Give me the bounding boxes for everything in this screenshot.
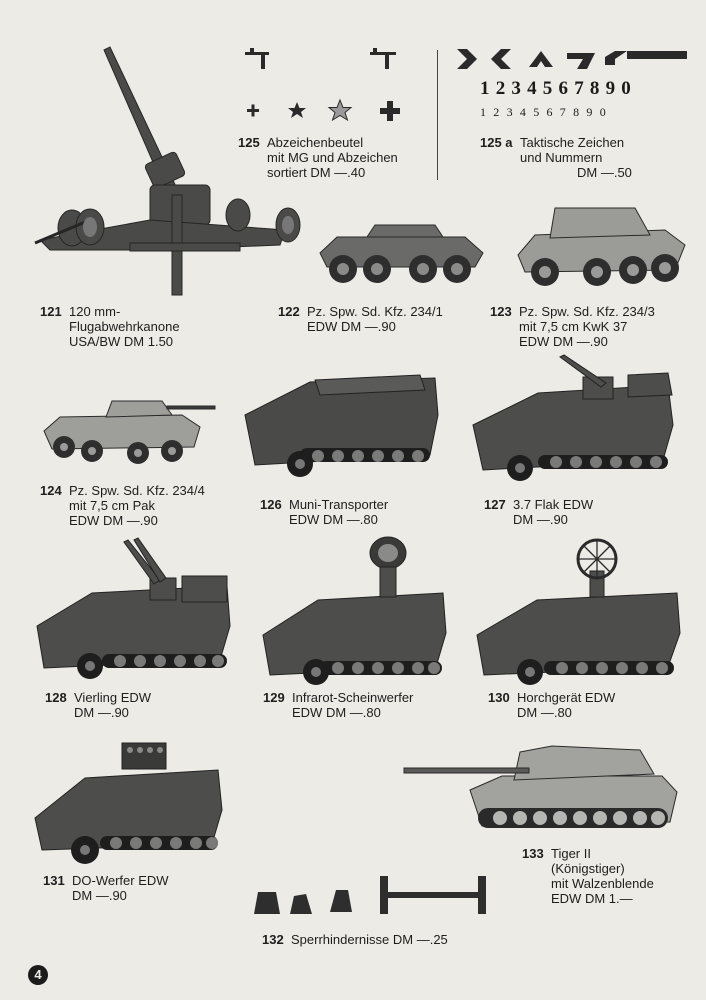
- item-number: 123: [490, 304, 512, 319]
- item-number: 127: [484, 497, 506, 512]
- item-line: sortiert DM —.40: [267, 165, 366, 180]
- caption-item-124: 124 Pz. Spw. Sd. Kfz. 234/4 mit 7,5 cm P…: [40, 483, 240, 531]
- item-line: DM —.90: [72, 888, 127, 903]
- item-line: EDW DM —.80: [289, 512, 378, 527]
- flak-gun-illustration: [34, 46, 301, 296]
- item-line: Infrarot-Scheinwerfer: [292, 690, 414, 705]
- caption-item-121: 121 120 mm- Flugabwehrkanone USA/BW DM 1…: [40, 304, 240, 352]
- armored-car-234-3-illustration: [517, 207, 686, 286]
- item-line: 3.7 Flak EDW: [513, 497, 594, 512]
- item-line: Pz. Spw. Sd. Kfz. 234/1: [307, 304, 443, 319]
- caption-item-123: 123 Pz. Spw. Sd. Kfz. 234/3 mit 7,5 cm K…: [490, 304, 695, 352]
- item-line: DM —.50: [577, 165, 632, 180]
- item-line: und Nummern: [520, 150, 603, 165]
- caption-item-128: 128 Vierling EDW DM —.90: [45, 690, 195, 722]
- item-line: mit MG und Abzeichen: [267, 150, 398, 165]
- item-number: 126: [260, 497, 282, 512]
- caption-item-133: 133 Tiger II (Königstiger) mit Walzenble…: [522, 846, 702, 908]
- do-werfer-halftrack-illustration: [34, 742, 223, 864]
- item-number: 130: [488, 690, 510, 705]
- muni-transporter-illustration: [244, 374, 439, 477]
- tactical-numbers-small: 1234567890: [480, 105, 613, 119]
- caption-item-125a: 125 a Taktische Zeichen und Nummern DM —…: [480, 135, 660, 183]
- item-line: Vierling EDW: [74, 690, 152, 705]
- vierling-halftrack-illustration: [36, 537, 231, 679]
- caption-item-131: 131 DO-Werfer EDW DM —.90: [43, 873, 203, 905]
- caption-item-125: 125 Abzeichenbeutel mit MG und Abzeichen…: [238, 135, 438, 183]
- item-line: EDW DM —.90: [69, 513, 158, 528]
- caption-item-129: 129 Infrarot-Scheinwerfer EDW DM —.80: [263, 690, 453, 722]
- item-number: 128: [45, 690, 67, 705]
- tactical-signs-illustration: [457, 49, 687, 69]
- item-line: EDW DM —.90: [519, 334, 608, 349]
- item-line: USA/BW DM 1.50: [69, 334, 174, 349]
- armored-car-234-1-illustration: [319, 224, 484, 283]
- item-number: 133: [522, 846, 544, 861]
- item-line: (Königstiger): [551, 861, 625, 876]
- item-line: mit 7,5 cm Pak: [69, 498, 155, 513]
- item-line: Horchgerät EDW: [517, 690, 616, 705]
- item-number: 122: [278, 304, 300, 319]
- item-number: 121: [40, 304, 62, 319]
- item-line: EDW DM —.90: [307, 319, 396, 334]
- item-number: 124: [40, 483, 62, 498]
- caption-item-132: 132 Sperrhindernisse DM —.25: [262, 932, 482, 948]
- item-line: DM —.90: [513, 512, 568, 527]
- item-line: Sperrhindernisse DM —.25: [291, 932, 448, 947]
- item-number: 129: [263, 690, 285, 705]
- tactical-numbers-large: 1234567890: [480, 78, 637, 99]
- horchgeraet-halftrack-illustration: [476, 538, 681, 685]
- obstacles-illustration: [254, 876, 486, 914]
- item-number: 131: [43, 873, 65, 888]
- item-number: 125: [238, 135, 260, 150]
- item-line: mit 7,5 cm KwK 37: [519, 319, 628, 334]
- item-line: DM —.80: [517, 705, 572, 720]
- flak-37-halftrack-illustration: [472, 354, 674, 481]
- item-line: Muni-Transporter: [289, 497, 389, 512]
- page-number-badge: 4: [28, 965, 48, 985]
- caption-item-122: 122 Pz. Spw. Sd. Kfz. 234/1 EDW DM —.90: [278, 304, 478, 336]
- item-line: EDW DM —.80: [292, 705, 381, 720]
- item-line: Flugabwehrkanone: [69, 319, 180, 334]
- item-number: 125 a: [480, 135, 513, 150]
- item-line: Pz. Spw. Sd. Kfz. 234/4: [69, 483, 205, 498]
- item-line: DO-Werfer EDW: [72, 873, 169, 888]
- item-line: mit Walzenblende: [551, 876, 654, 891]
- column-divider: [437, 50, 438, 180]
- item-line: Tiger II: [551, 846, 591, 861]
- armored-car-234-4-illustration: [43, 400, 216, 464]
- infrared-searchlight-halftrack-illustration: [262, 536, 447, 685]
- item-number: 132: [262, 932, 284, 947]
- item-line: 120 mm-: [69, 304, 121, 319]
- item-line: EDW DM 1.—: [551, 891, 633, 906]
- item-line: Abzeichenbeutel: [267, 135, 364, 150]
- caption-item-126: 126 Muni-Transporter EDW DM —.80: [260, 497, 440, 529]
- caption-item-127: 127 3.7 Flak EDW DM —.90: [484, 497, 634, 529]
- mg-badges-illustration: [245, 48, 400, 122]
- item-line: DM —.90: [74, 705, 129, 720]
- tiger-ii-illustration: [403, 745, 678, 828]
- item-line: Taktische Zeichen: [520, 135, 625, 150]
- caption-item-130: 130 Horchgerät EDW DM —.80: [488, 690, 638, 722]
- item-line: Pz. Spw. Sd. Kfz. 234/3: [519, 304, 655, 319]
